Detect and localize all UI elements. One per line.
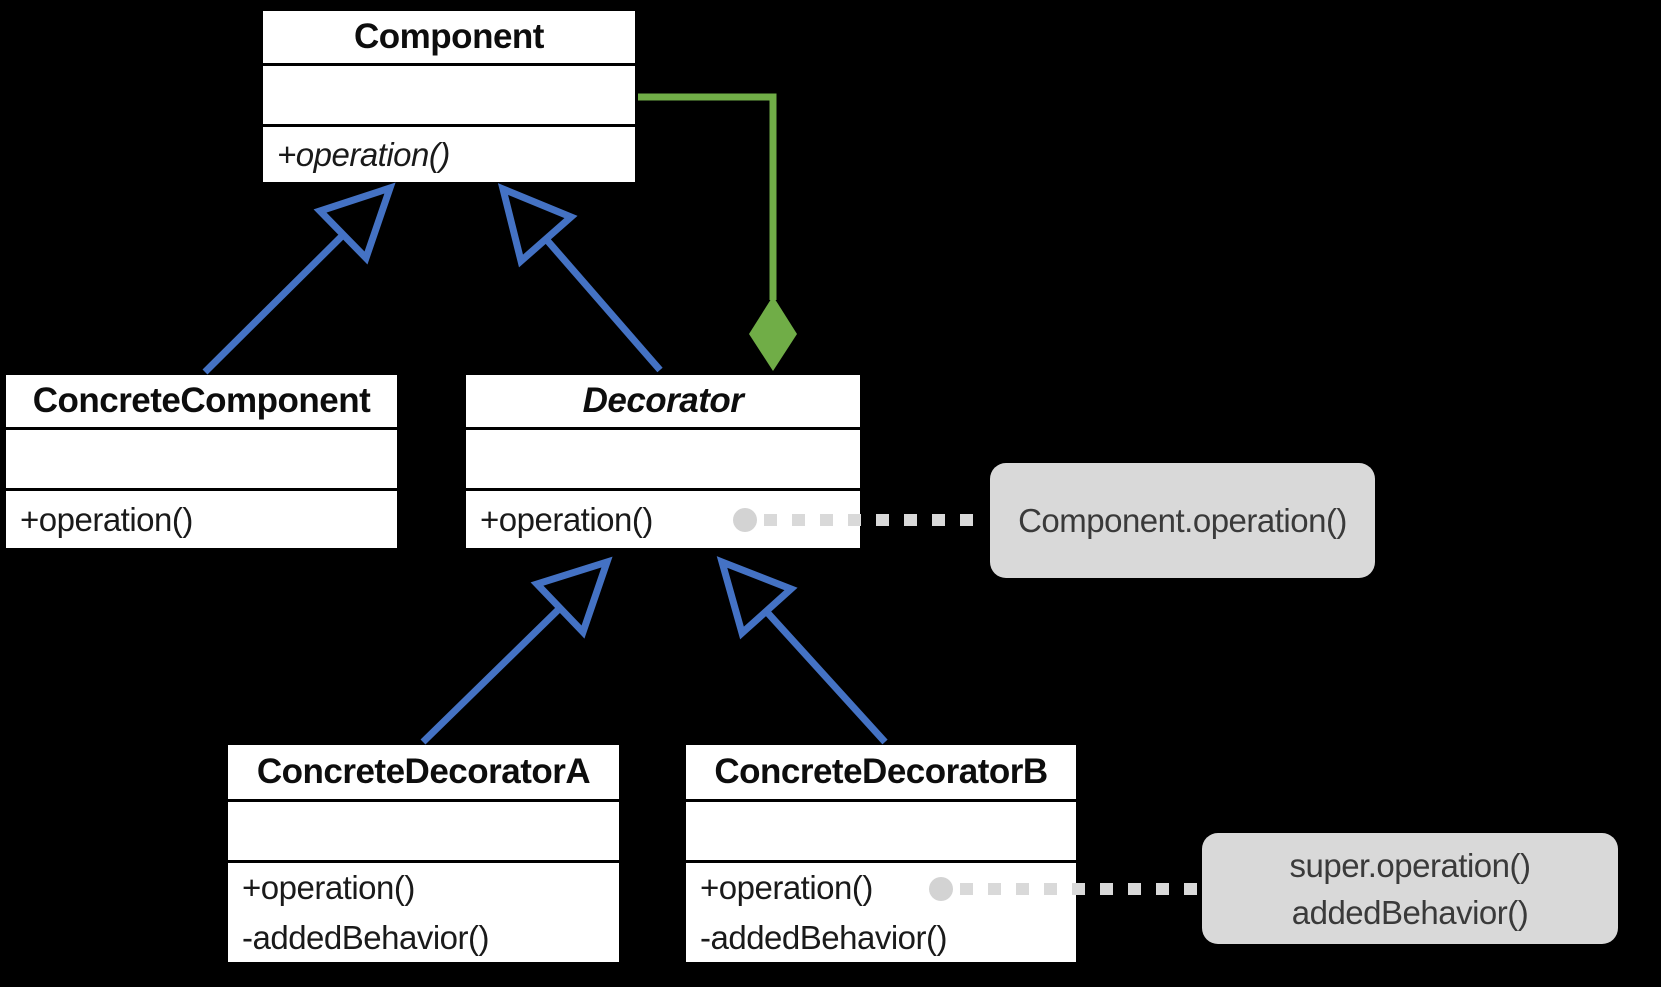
class-box-decorator: Decorator +operation() [463,372,863,551]
note-text-line: addedBehavior() [1291,893,1529,931]
class-title: Decorator [466,375,860,430]
class-attributes [228,802,619,863]
note-text-line: super.operation() [1289,846,1531,884]
method-operation: +operation() [20,500,193,538]
class-attributes [686,802,1076,863]
generalization-arrow-concretecomponent-to-component [202,182,396,375]
class-title: ConcreteDecoratorA [228,745,619,802]
hollow-triangle-arrowhead-icon [313,182,396,265]
class-methods: +operation() [466,491,860,548]
class-attributes [6,430,397,491]
note-component-operation: Component.operation() [990,463,1375,578]
aggregation-connector-component-to-decorator [638,93,797,371]
class-methods: +operation() [6,491,397,548]
method-operation: +operation() [277,135,450,173]
class-title: ConcreteDecoratorB [686,745,1076,802]
method-added-behavior: -addedBehavior() [242,919,489,956]
class-title: Component [263,11,635,66]
method-operation: +operation() [242,869,415,906]
method-operation: +operation() [700,869,873,906]
class-methods: +operation() -addedBehavior() [228,863,619,963]
hollow-triangle-arrowhead-icon [497,183,578,268]
class-box-concrete-decorator-a: ConcreteDecoratorA +operation() -addedBe… [225,742,622,965]
generalization-arrow-decorator-to-component [497,183,663,373]
generalization-arrow-concretedecoratorb-to-decorator [716,556,888,745]
class-methods: +operation() [263,127,635,182]
method-added-behavior: -addedBehavior() [700,919,947,956]
method-operation: +operation() [480,500,653,538]
note-super-operation-added-behavior: super.operation() addedBehavior() [1202,833,1618,944]
aggregation-diamond-icon [749,296,797,371]
class-attributes [466,430,860,491]
class-title: ConcreteComponent [6,375,397,430]
class-box-component: Component +operation() [260,8,638,185]
hollow-triangle-arrowhead-icon [530,556,613,639]
class-box-concrete-component: ConcreteComponent +operation() [3,372,400,551]
note-text-line: Component.operation() [1018,502,1347,539]
generalization-arrow-concretedecoratora-to-decorator [420,556,613,745]
class-methods: +operation() -addedBehavior() [686,863,1076,963]
hollow-triangle-arrowhead-icon [716,556,798,640]
class-attributes [263,66,635,127]
class-box-concrete-decorator-b: ConcreteDecoratorB +operation() -addedBe… [683,742,1079,965]
